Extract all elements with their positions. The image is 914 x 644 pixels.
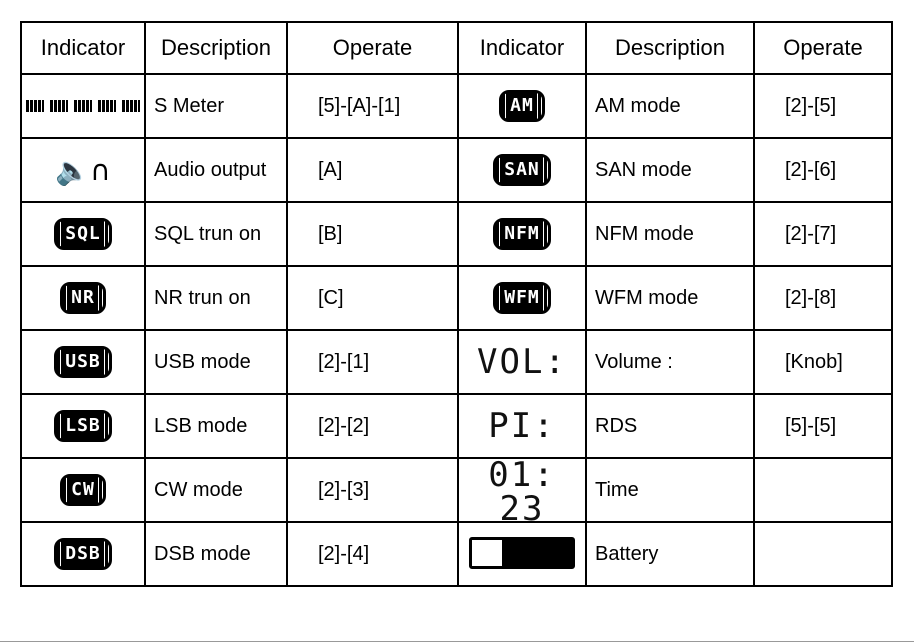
am-mode-pill-icon: AM xyxy=(463,86,581,126)
description-cell: S Meter xyxy=(144,73,288,139)
operate-cell: [2]-[1] xyxy=(286,329,459,395)
indicator-cell: DSB xyxy=(20,521,146,587)
pi-lcd-icon: PI: xyxy=(463,406,581,446)
speaker-headphone-icon: 🔈∩ xyxy=(55,153,111,187)
header-description-right: Description xyxy=(585,21,755,75)
operate-cell: [2]-[8] xyxy=(753,265,893,331)
description-cell: RDS xyxy=(585,393,755,459)
operate-cell: [5]-[5] xyxy=(753,393,893,459)
operate-cell xyxy=(753,521,893,587)
vol-lcd-icon: VOL: xyxy=(463,342,581,382)
indicator-text: NFM xyxy=(502,221,542,247)
indicator-cell: CW xyxy=(20,457,146,523)
indicator-text: SQL xyxy=(63,221,103,247)
description-cell: Time xyxy=(585,457,755,523)
description-cell: AM mode xyxy=(585,73,755,139)
table-row: DSB DSB mode[2]-[4] Battery xyxy=(20,521,893,587)
indicator-text: LSB xyxy=(63,413,103,439)
operate-cell: [2]-[4] xyxy=(286,521,459,587)
table-row: LSB LSB mode[2]-[2] PI: RDS[5]-[5] xyxy=(20,393,893,459)
indicator-text: 01: 23 xyxy=(488,454,556,529)
lsb-mode-pill-icon: LSB xyxy=(24,406,142,446)
nfm-mode-pill-icon: NFM xyxy=(463,214,581,254)
indicator-text: PI: xyxy=(488,406,556,446)
description-cell: CW mode xyxy=(144,457,288,523)
usb-mode-pill-icon: USB xyxy=(24,342,142,382)
header-row: Indicator Description Operate Indicator … xyxy=(20,21,893,75)
table-row: NR NR trun on[C] WFM WFM mode[2]-[8] xyxy=(20,265,893,331)
indicator-text: AM xyxy=(508,93,536,119)
dsb-mode-pill-icon: DSB xyxy=(24,534,142,574)
table-row: USB USB mode[2]-[1] VOL: Volume :[Knob] xyxy=(20,329,893,395)
indicator-text: CW xyxy=(69,477,97,503)
indicator-cell: VOL: xyxy=(457,329,587,395)
battery-icon xyxy=(463,533,581,573)
indicator-cell: SQL xyxy=(20,201,146,267)
nr-pill-icon: NR xyxy=(24,278,142,318)
san-mode-pill-icon: SAN xyxy=(463,150,581,190)
indicator-text: VOL: xyxy=(477,342,567,382)
table-row: S Meter[5]-[A]-[1] AM AM mode[2]-[5] xyxy=(20,73,893,139)
sql-pill-icon: SQL xyxy=(24,214,142,254)
header-operate-right: Operate xyxy=(753,21,893,75)
description-cell: LSB mode xyxy=(144,393,288,459)
indicator-cell xyxy=(457,521,587,587)
indicator-cell: WFM xyxy=(457,265,587,331)
operate-cell: [2]-[7] xyxy=(753,201,893,267)
indicator-text: USB xyxy=(63,349,103,375)
description-cell: NFM mode xyxy=(585,201,755,267)
operate-cell: [C] xyxy=(286,265,459,331)
operate-cell: [2]-[5] xyxy=(753,73,893,139)
indicator-cell: 🔈∩ xyxy=(20,137,146,203)
indicator-text: NR xyxy=(69,285,97,311)
indicator-cell: PI: xyxy=(457,393,587,459)
indicator-text: DSB xyxy=(63,541,103,567)
indicator-cell: SAN xyxy=(457,137,587,203)
operate-cell: [Knob] xyxy=(753,329,893,395)
indicator-cell: LSB xyxy=(20,393,146,459)
wfm-mode-pill-icon: WFM xyxy=(463,278,581,318)
header-operate-left: Operate xyxy=(286,21,459,75)
header-description-left: Description xyxy=(144,21,288,75)
indicator-cell: AM xyxy=(457,73,587,139)
s-meter-bars-icon xyxy=(24,86,142,126)
operate-cell: [2]-[6] xyxy=(753,137,893,203)
indicator-text: WFM xyxy=(502,285,542,311)
operate-cell: [A] xyxy=(286,137,459,203)
indicator-text: SAN xyxy=(502,157,542,183)
description-cell: NR trun on xyxy=(144,265,288,331)
description-cell: Volume : xyxy=(585,329,755,395)
description-cell: Audio output xyxy=(144,137,288,203)
indicator-cell: 01: 23 xyxy=(457,457,587,526)
table-row: SQL SQL trun on[B] NFM NFM mode[2]-[7] xyxy=(20,201,893,267)
cw-mode-pill-icon: CW xyxy=(24,470,142,510)
time-lcd-icon: 01: 23 xyxy=(463,458,581,526)
operate-cell: [2]-[2] xyxy=(286,393,459,459)
indicator-cell xyxy=(20,73,146,139)
description-cell: SQL trun on xyxy=(144,201,288,267)
description-cell: WFM mode xyxy=(585,265,755,331)
description-cell: Battery xyxy=(585,521,755,587)
operate-cell: [B] xyxy=(286,201,459,267)
header-indicator-right: Indicator xyxy=(457,21,587,75)
indicator-cell: NFM xyxy=(457,201,587,267)
header-indicator-left: Indicator xyxy=(20,21,146,75)
page-divider xyxy=(0,641,914,642)
description-cell: DSB mode xyxy=(144,521,288,587)
table-row: 🔈∩ Audio output[A] SAN SAN mode[2]-[6] xyxy=(20,137,893,203)
operate-cell: [2]-[3] xyxy=(286,457,459,523)
description-cell: USB mode xyxy=(144,329,288,395)
indicator-table: Indicator Description Operate Indicator … xyxy=(20,21,893,587)
description-cell: SAN mode xyxy=(585,137,755,203)
indicator-cell: NR xyxy=(20,265,146,331)
indicator-cell: USB xyxy=(20,329,146,395)
operate-cell xyxy=(753,457,893,523)
operate-cell: [5]-[A]-[1] xyxy=(286,73,459,139)
